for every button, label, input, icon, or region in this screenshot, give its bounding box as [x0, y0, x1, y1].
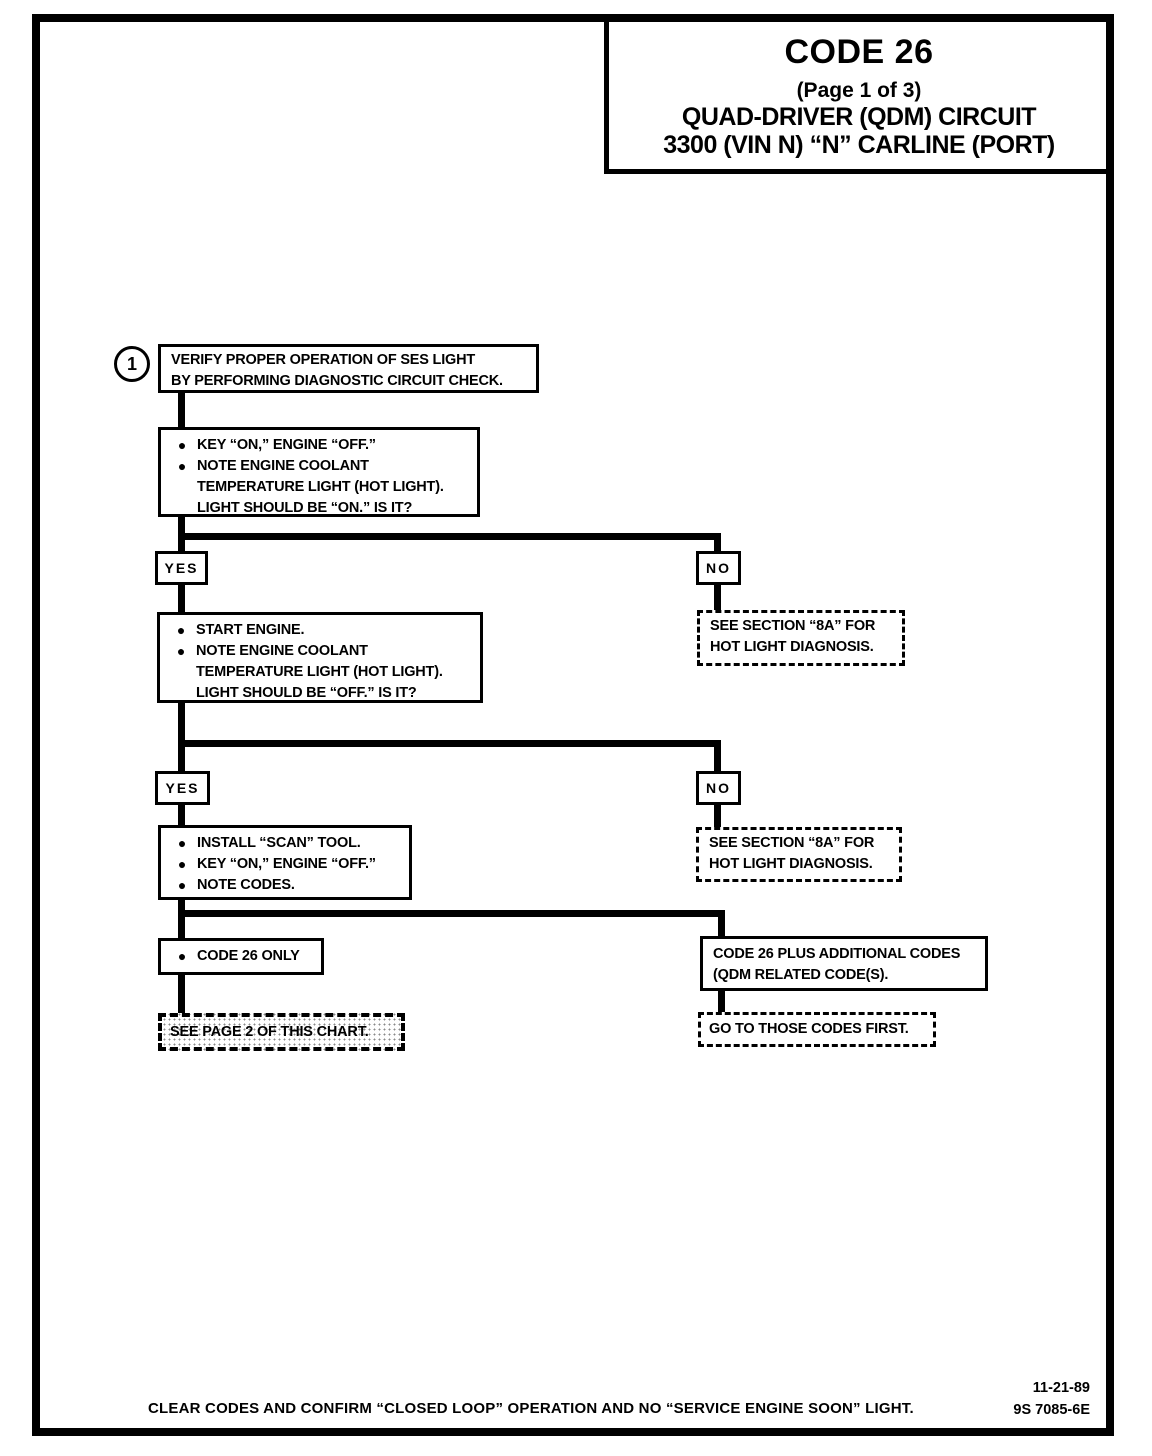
connector-line [718, 910, 725, 937]
key-on-bullet-2-line-1: NOTE ENGINE COOLANT [197, 458, 369, 474]
title-page-number: (Page 1 of 3) [796, 79, 922, 102]
connector-line [178, 702, 185, 773]
connector-line [714, 583, 721, 611]
connector-line [718, 989, 725, 1013]
yes-text: YES [165, 780, 200, 796]
connector-line [178, 583, 185, 614]
key-on-bullet-2-line-2: TEMPERATURE LIGHT (HOT LIGHT). [197, 479, 444, 495]
scan-bullet-1: INSTALL “SCAN” TOOL. [197, 835, 361, 851]
go-to-codes-box: GO TO THOSE CODES FIRST. [698, 1012, 936, 1047]
connector-line [178, 899, 185, 939]
verify-line-2: BY PERFORMING DIAGNOSTIC CIRCUIT CHECK. [171, 373, 503, 389]
key-on-bullet-2-line-3: LIGHT SHOULD BE “ON.” IS IT? [197, 500, 413, 516]
step-number-circle: 1 [114, 346, 150, 382]
no-label-1: NO [696, 551, 741, 585]
see-section-1-line-2: HOT LIGHT DIAGNOSIS. [710, 639, 874, 655]
connector-line [714, 533, 721, 552]
start-engine-box: ● START ENGINE. ● NOTE ENGINE COOLANT TE… [157, 612, 483, 703]
see-section-1-line-1: SEE SECTION “8A” FOR [710, 618, 876, 634]
yes-label-2: YES [155, 771, 210, 805]
see-page-2-box: SEE PAGE 2 OF THIS CHART. [158, 1013, 405, 1051]
bullet-icon: ● [177, 835, 187, 851]
see-page-2-text: SEE PAGE 2 OF THIS CHART. [170, 1023, 369, 1040]
title-code: CODE 26 [784, 33, 934, 71]
bullet-icon: ● [177, 856, 187, 872]
bullet-icon: ● [176, 622, 186, 638]
install-scan-tool-box: ● INSTALL “SCAN” TOOL. ● KEY “ON,” ENGIN… [158, 825, 412, 900]
title-box: CODE 26 (Page 1 of 3) QUAD-DRIVER (QDM) … [604, 14, 1114, 174]
bullet-icon: ● [177, 458, 187, 474]
start-engine-bullet-2-line-2: TEMPERATURE LIGHT (HOT LIGHT). [196, 664, 443, 680]
connector-line [178, 740, 721, 747]
title-circuit: QUAD-DRIVER (QDM) CIRCUIT [681, 103, 1037, 131]
connector-line [178, 972, 185, 1014]
scan-bullet-2: KEY “ON,” ENGINE “OFF.” [197, 856, 376, 872]
footer-note: CLEAR CODES AND CONFIRM “CLOSED LOOP” OP… [148, 1400, 914, 1417]
key-on-bullet-1: KEY “ON,” ENGINE “OFF.” [197, 437, 376, 453]
yes-label-1: YES [155, 551, 208, 585]
connector-line [178, 804, 185, 826]
yes-text: YES [164, 560, 199, 576]
see-section-8a-box-1: SEE SECTION “8A” FOR HOT LIGHT DIAGNOSIS… [697, 610, 905, 666]
page-border [32, 14, 1114, 1436]
verify-ses-light-box: VERIFY PROPER OPERATION OF SES LIGHT BY … [158, 344, 539, 393]
start-engine-bullet-2-line-1: NOTE ENGINE COOLANT [196, 643, 368, 659]
see-section-2-line-1: SEE SECTION “8A” FOR [709, 835, 875, 851]
scan-bullet-3: NOTE CODES. [197, 877, 295, 893]
step-number: 1 [126, 353, 137, 374]
connector-line [714, 740, 721, 773]
no-text: NO [706, 560, 731, 576]
bullet-icon: ● [177, 877, 187, 893]
code-26-plus-line-1: CODE 26 PLUS ADDITIONAL CODES [713, 946, 961, 962]
verify-line-1: VERIFY PROPER OPERATION OF SES LIGHT [171, 352, 476, 368]
connector-line [178, 910, 725, 917]
bullet-icon: ● [177, 948, 187, 964]
footer-doc-number: 9S 7085-6E [1013, 1402, 1090, 1418]
go-to-codes-text: GO TO THOSE CODES FIRST. [709, 1021, 909, 1037]
connector-line [714, 804, 721, 828]
footer-date: 11-21-89 [1032, 1380, 1090, 1396]
bullet-icon: ● [176, 643, 186, 659]
code-26-plus-line-2: (QDM RELATED CODE(S). [713, 967, 889, 983]
bullet-icon: ● [177, 437, 187, 453]
connector-line [178, 392, 185, 428]
see-section-8a-box-2: SEE SECTION “8A” FOR HOT LIGHT DIAGNOSIS… [696, 827, 902, 882]
key-on-hot-light-box: ● KEY “ON,” ENGINE “OFF.” ● NOTE ENGINE … [158, 427, 480, 517]
no-label-2: NO [696, 771, 741, 805]
code-26-plus-box: CODE 26 PLUS ADDITIONAL CODES (QDM RELAT… [700, 936, 988, 991]
connector-line [178, 533, 721, 540]
start-engine-bullet-1: START ENGINE. [196, 622, 305, 638]
see-section-2-line-2: HOT LIGHT DIAGNOSIS. [709, 856, 873, 872]
code-26-only-text: CODE 26 ONLY [197, 948, 300, 964]
start-engine-bullet-2-line-3: LIGHT SHOULD BE “OFF.” IS IT? [196, 685, 417, 701]
title-carline: 3300 (VIN N) “N” CARLINE (PORT) [663, 131, 1055, 159]
no-text: NO [706, 780, 731, 796]
code-26-only-box: ● CODE 26 ONLY [158, 938, 324, 975]
